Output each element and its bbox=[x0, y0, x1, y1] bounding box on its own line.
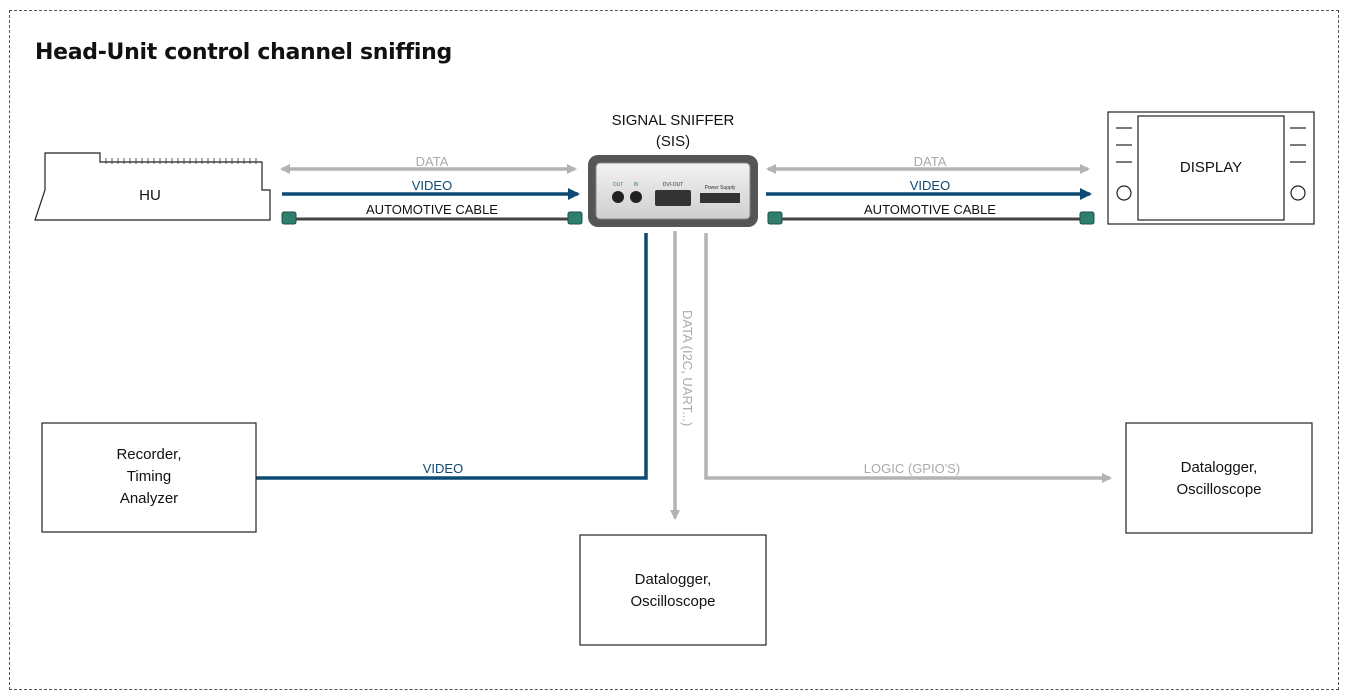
display-device: DISPLAY bbox=[1107, 111, 1315, 225]
recorder-line2: Timing bbox=[127, 468, 171, 485]
panel-dvi-label: DVI-OUT bbox=[663, 182, 684, 188]
datalogger-bottom-line1: Datalogger, bbox=[635, 571, 712, 588]
right-video-label: VIDEO bbox=[910, 178, 950, 193]
recorder-line3: Analyzer bbox=[120, 490, 178, 507]
display-label: DISPLAY bbox=[1180, 159, 1242, 176]
logic-label: LOGIC (GPIO'S) bbox=[864, 461, 960, 476]
panel-out-label: OUT bbox=[613, 182, 624, 188]
left-data-label: DATA bbox=[416, 154, 449, 169]
datalogger-right-box: Datalogger, Oscilloscope bbox=[1125, 422, 1313, 534]
panel-in-label: IN bbox=[634, 182, 639, 188]
datalogger-right-line1: Datalogger, bbox=[1181, 459, 1258, 476]
logic-arrow bbox=[704, 233, 1112, 483]
left-cable-label: AUTOMOTIVE CABLE bbox=[366, 202, 498, 217]
recorder-box: Recorder, Timing Analyzer bbox=[41, 422, 257, 533]
signal-sniffer-device: OUT IN DVI-OUT Power Supply bbox=[588, 155, 758, 227]
sniffer-title-line1: SIGNAL SNIFFER bbox=[612, 112, 735, 129]
page-title: Head-Unit control channel sniffing bbox=[35, 40, 452, 65]
down-data-label: DATA (I2C, UART...) bbox=[680, 310, 695, 426]
right-automotive-cable bbox=[767, 211, 1095, 225]
datalogger-bottom-line2: Oscilloscope bbox=[630, 593, 715, 610]
down-video-label: VIDEO bbox=[423, 461, 463, 476]
left-video-label: VIDEO bbox=[412, 178, 452, 193]
datalogger-bottom-box: Datalogger, Oscilloscope bbox=[579, 534, 767, 646]
panel-power-label: Power Supply bbox=[705, 185, 736, 191]
left-automotive-cable bbox=[281, 211, 583, 225]
down-video-arrow bbox=[244, 233, 648, 484]
right-cable-label: AUTOMOTIVE CABLE bbox=[864, 202, 996, 217]
recorder-line1: Recorder, bbox=[116, 446, 181, 463]
hu-device: HU bbox=[34, 152, 271, 221]
sniffer-title-line2: (SIS) bbox=[656, 133, 690, 150]
right-data-label: DATA bbox=[914, 154, 947, 169]
diagram-canvas: HU DATA VIDEO AUTOMOTIVE CABLE OUT IN DV… bbox=[34, 111, 1315, 646]
hu-label: HU bbox=[139, 187, 161, 204]
datalogger-right-line2: Oscilloscope bbox=[1176, 481, 1261, 498]
